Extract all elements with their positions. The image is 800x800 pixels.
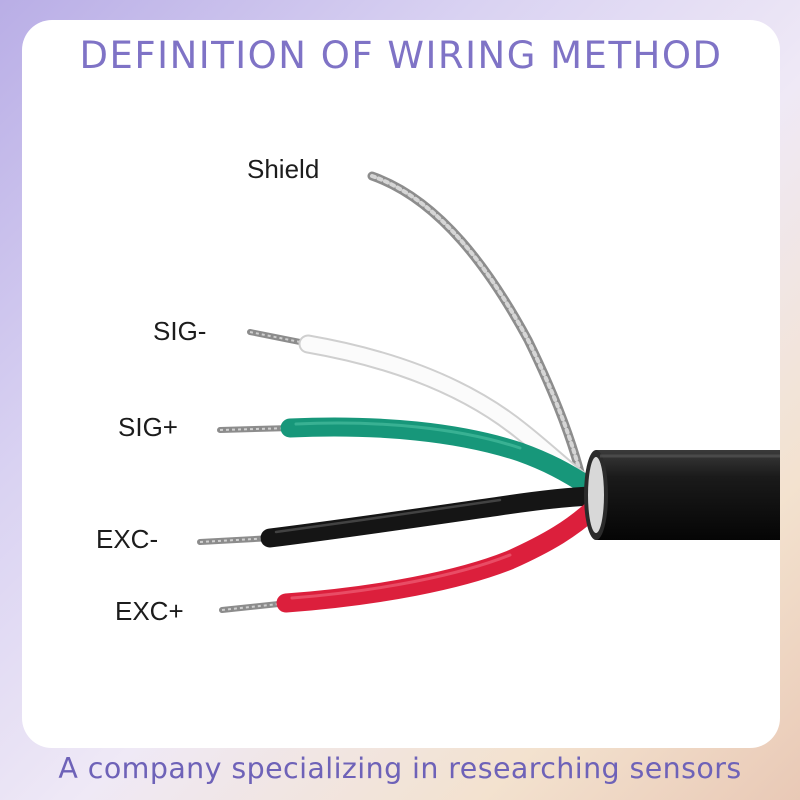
label-shield: Shield	[247, 154, 320, 184]
wire-exc-plus	[219, 500, 602, 613]
content-panel	[22, 20, 780, 748]
cable-jacket	[584, 450, 780, 540]
wire-exc-minus	[197, 486, 602, 548]
label-exc-plus: EXC+	[115, 596, 184, 626]
wire-shield	[367, 171, 587, 485]
wire-sig-plus	[217, 417, 598, 496]
label-exc-minus: EXC-	[96, 524, 159, 554]
label-sig-plus: SIG+	[118, 412, 178, 442]
company-tagline: A company specializing in researching se…	[58, 752, 742, 785]
label-sig-minus: SIG-	[153, 316, 207, 346]
page-title: DEFINITION OF WIRING METHOD	[79, 34, 723, 77]
